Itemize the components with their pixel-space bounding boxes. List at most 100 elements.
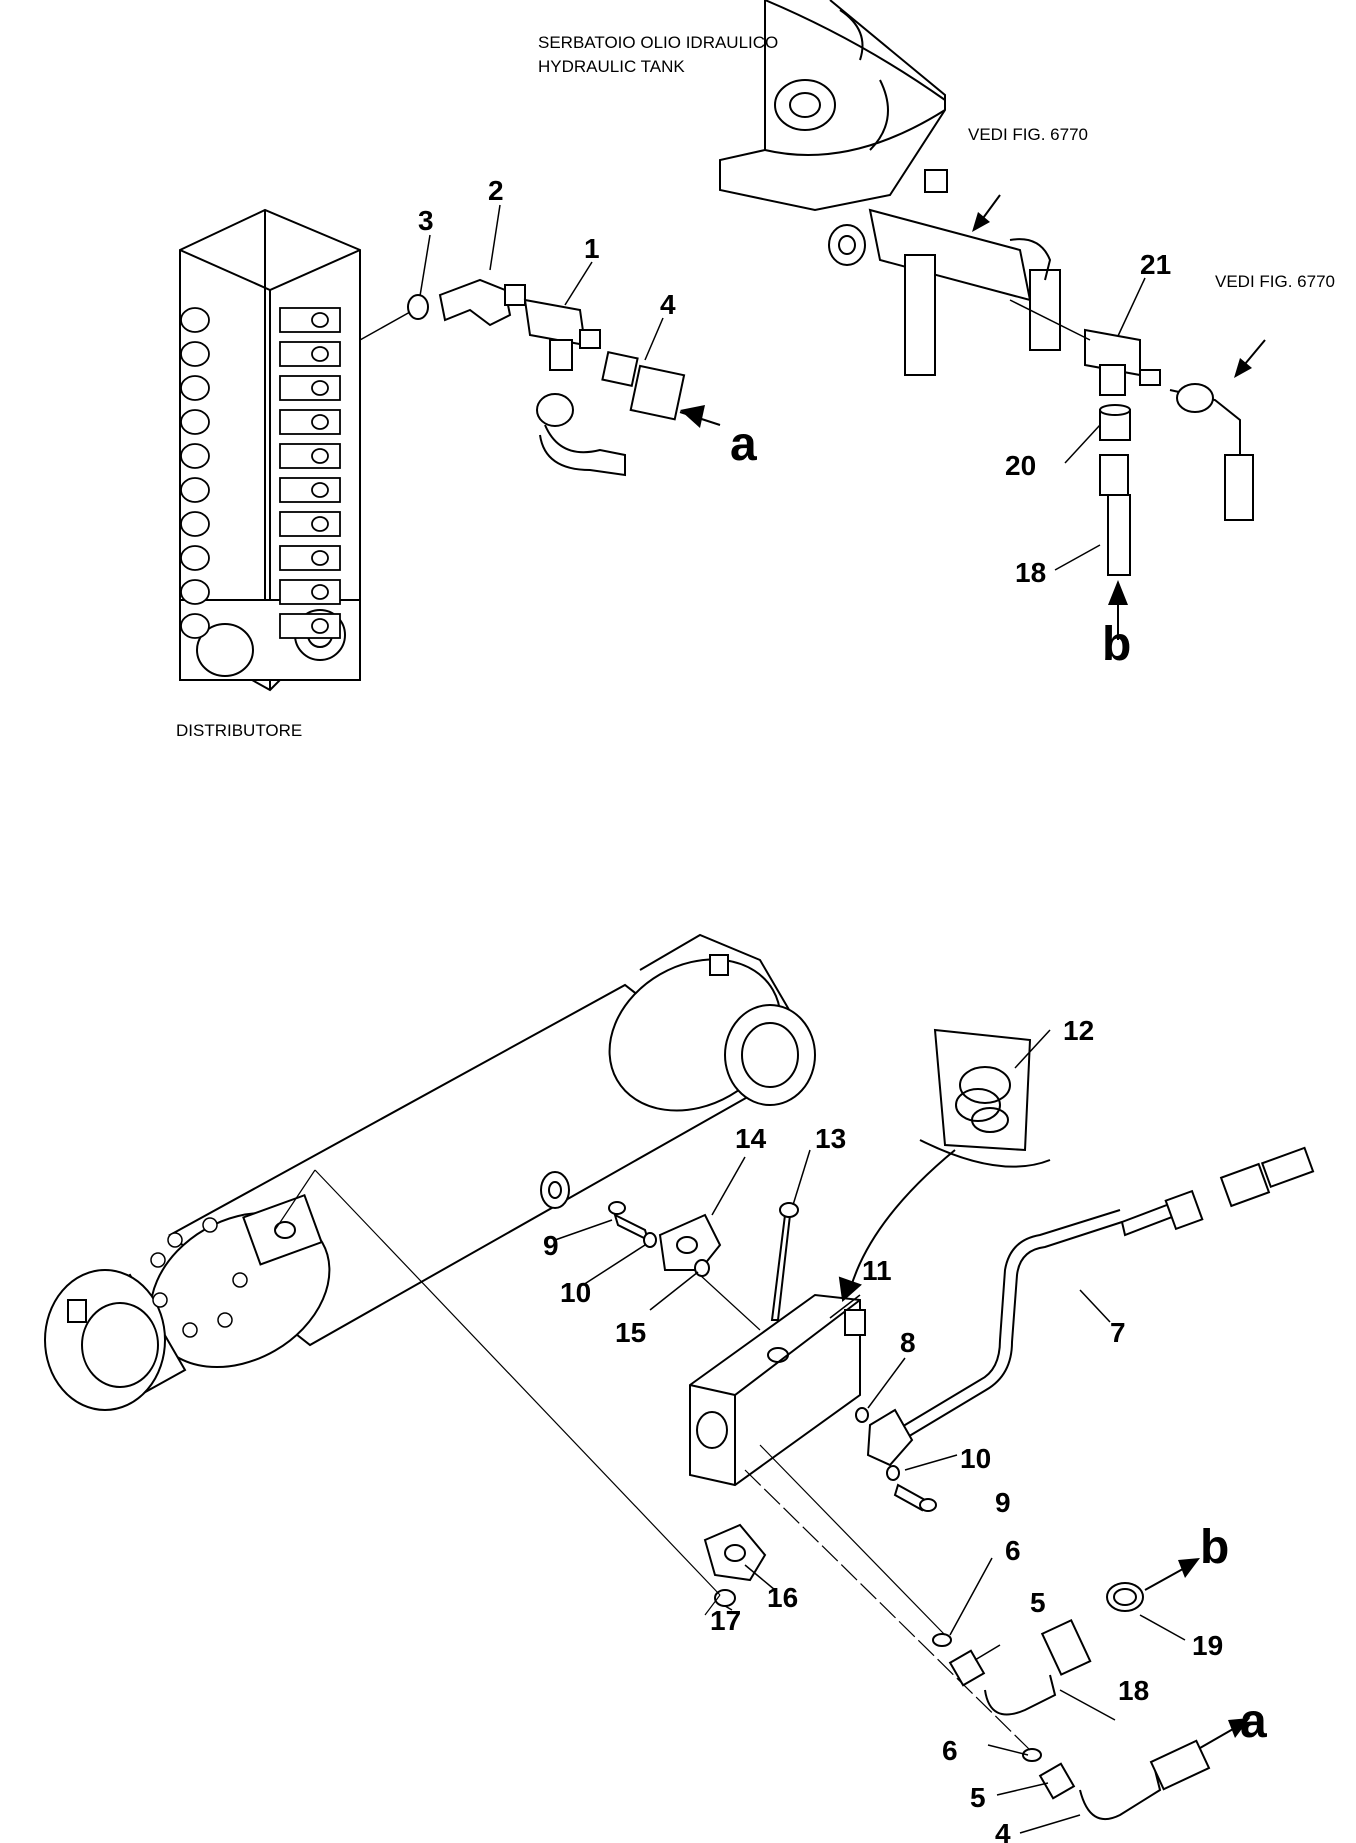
- callout-6-upper: 6: [1005, 1535, 1021, 1566]
- callout-7: 7: [1110, 1317, 1126, 1348]
- callout-19: 19: [1192, 1630, 1223, 1661]
- callout-5-lower: 5: [970, 1782, 986, 1813]
- pipe-7-flange: [866, 1408, 914, 1467]
- hose-right-top: [1169, 383, 1254, 521]
- flow-arrow-see-fig-2: [1234, 339, 1266, 378]
- adapter-5-lower: [1038, 1762, 1076, 1800]
- spool-port-right: [311, 550, 329, 566]
- cylinder-bolt: [152, 1292, 168, 1308]
- spool-port-right: [311, 482, 329, 498]
- tank-label-italian: SERBATOIO OLIO IDRAULICO: [538, 33, 778, 52]
- cylinder-bolt: [232, 1272, 248, 1288]
- hose-4-bottom: [1079, 1739, 1211, 1820]
- spool-port-left: [180, 477, 210, 503]
- callout-9-upper: 9: [543, 1230, 559, 1261]
- cylinder-bolt: [217, 1312, 233, 1328]
- screw-9-lower: [893, 1483, 937, 1512]
- tank-pipework: [828, 208, 1061, 376]
- spool-port-left: [180, 409, 210, 435]
- hydraulic-cylinder: [44, 933, 816, 1411]
- spool-port-right: [311, 584, 329, 600]
- spool-port-left: [180, 341, 210, 367]
- callout-18-top: 18: [1015, 557, 1046, 588]
- spool-port-left: [180, 545, 210, 571]
- hose-clamp-19: [1106, 1582, 1144, 1612]
- spool-port-right: [311, 448, 329, 464]
- washer-10-lower: [886, 1465, 900, 1481]
- callout-8: 8: [900, 1327, 916, 1358]
- o-ring-6-lower: [1022, 1748, 1042, 1762]
- assembly-lines-bottom: [274, 1169, 1031, 1751]
- spool-section: [279, 375, 341, 401]
- spool-port-right: [311, 346, 329, 362]
- hydraulic-tank-drawing: [719, 0, 948, 212]
- hose-18-bottom: [984, 1618, 1092, 1716]
- flow-arrow-b-bottom: [1144, 1558, 1200, 1591]
- flange-16: [703, 1523, 767, 1582]
- callout-15: 15: [615, 1317, 646, 1348]
- elbow-fitting-2: [438, 278, 526, 327]
- flow-arrow-see-fig-1: [972, 194, 1001, 232]
- see-figure-label-1: VEDI FIG. 6770: [968, 125, 1088, 144]
- spool-section: [279, 511, 341, 537]
- spool-section: [279, 477, 341, 503]
- callout-17: 17: [710, 1605, 741, 1636]
- callout-6-lower: 6: [942, 1735, 958, 1766]
- cylinder-head-bolts: [150, 1217, 248, 1338]
- callout-a-bottom: a: [1240, 1695, 1267, 1748]
- pipe-7: [879, 1146, 1315, 1451]
- flow-arrow-b-top: [1108, 580, 1128, 640]
- callout-b-top: b: [1102, 618, 1131, 671]
- tank-leader-line: [1009, 299, 1091, 341]
- spool-port-left: [180, 511, 210, 537]
- callout-4-top: 4: [660, 289, 676, 320]
- callout-5-upper: 5: [1030, 1587, 1046, 1618]
- callout-3-top: 3: [418, 205, 434, 236]
- callout-4-bottom: 4: [995, 1818, 1011, 1843]
- spool-section: [279, 341, 341, 367]
- distributor-leader-line: [359, 311, 411, 341]
- callout-1-top: 1: [584, 233, 600, 264]
- spool-port-right: [311, 414, 329, 430]
- see-figure-label-2: VEDI FIG. 6770: [1215, 272, 1335, 291]
- hose-18-top: [1099, 454, 1131, 576]
- cylinder-bolt: [150, 1252, 166, 1268]
- cylinder-bolt: [182, 1322, 198, 1338]
- callout-10-upper: 10: [560, 1277, 591, 1308]
- spool-port-left: [180, 579, 210, 605]
- spool-port-left: [180, 613, 210, 639]
- callout-2-top: 2: [488, 175, 504, 206]
- callout-18-bottom: 18: [1118, 1675, 1149, 1706]
- flange-14: [658, 1213, 722, 1271]
- flow-arrow-a-bottom: [1199, 1718, 1250, 1749]
- spool-port-right: [311, 516, 329, 532]
- callout-14: 14: [735, 1123, 767, 1154]
- spool-section: [279, 613, 341, 639]
- o-ring-6-upper: [932, 1633, 952, 1647]
- flow-arrow-a-top: [679, 405, 721, 428]
- callout-10-lower: 10: [960, 1443, 991, 1474]
- hose-4-top: [601, 351, 686, 421]
- cylinder-bolt: [167, 1232, 183, 1248]
- screw-13: [770, 1202, 799, 1321]
- callout-20-top: 20: [1005, 450, 1036, 481]
- distributor-label: DISTRIBUTORE: [176, 721, 302, 740]
- cylinder-bolt: [202, 1217, 218, 1233]
- adapter-5-upper: [948, 1649, 986, 1687]
- o-ring-15: [694, 1259, 710, 1277]
- valve-block-11: [689, 1293, 866, 1487]
- spool-port-right: [311, 380, 329, 396]
- spool-section: [279, 307, 341, 333]
- spool-port-left: [180, 375, 210, 401]
- callout-b-bottom: b: [1200, 1521, 1229, 1574]
- spool-port-left: [180, 307, 210, 333]
- callout-16: 16: [767, 1582, 798, 1613]
- spool-section: [279, 409, 341, 435]
- spool-section: [279, 579, 341, 605]
- o-ring-3: [407, 294, 429, 320]
- callout-9-lower: 9: [995, 1487, 1011, 1518]
- washer-10-upper: [643, 1232, 657, 1248]
- callout-12: 12: [1063, 1015, 1094, 1046]
- spool-port-right: [311, 618, 329, 634]
